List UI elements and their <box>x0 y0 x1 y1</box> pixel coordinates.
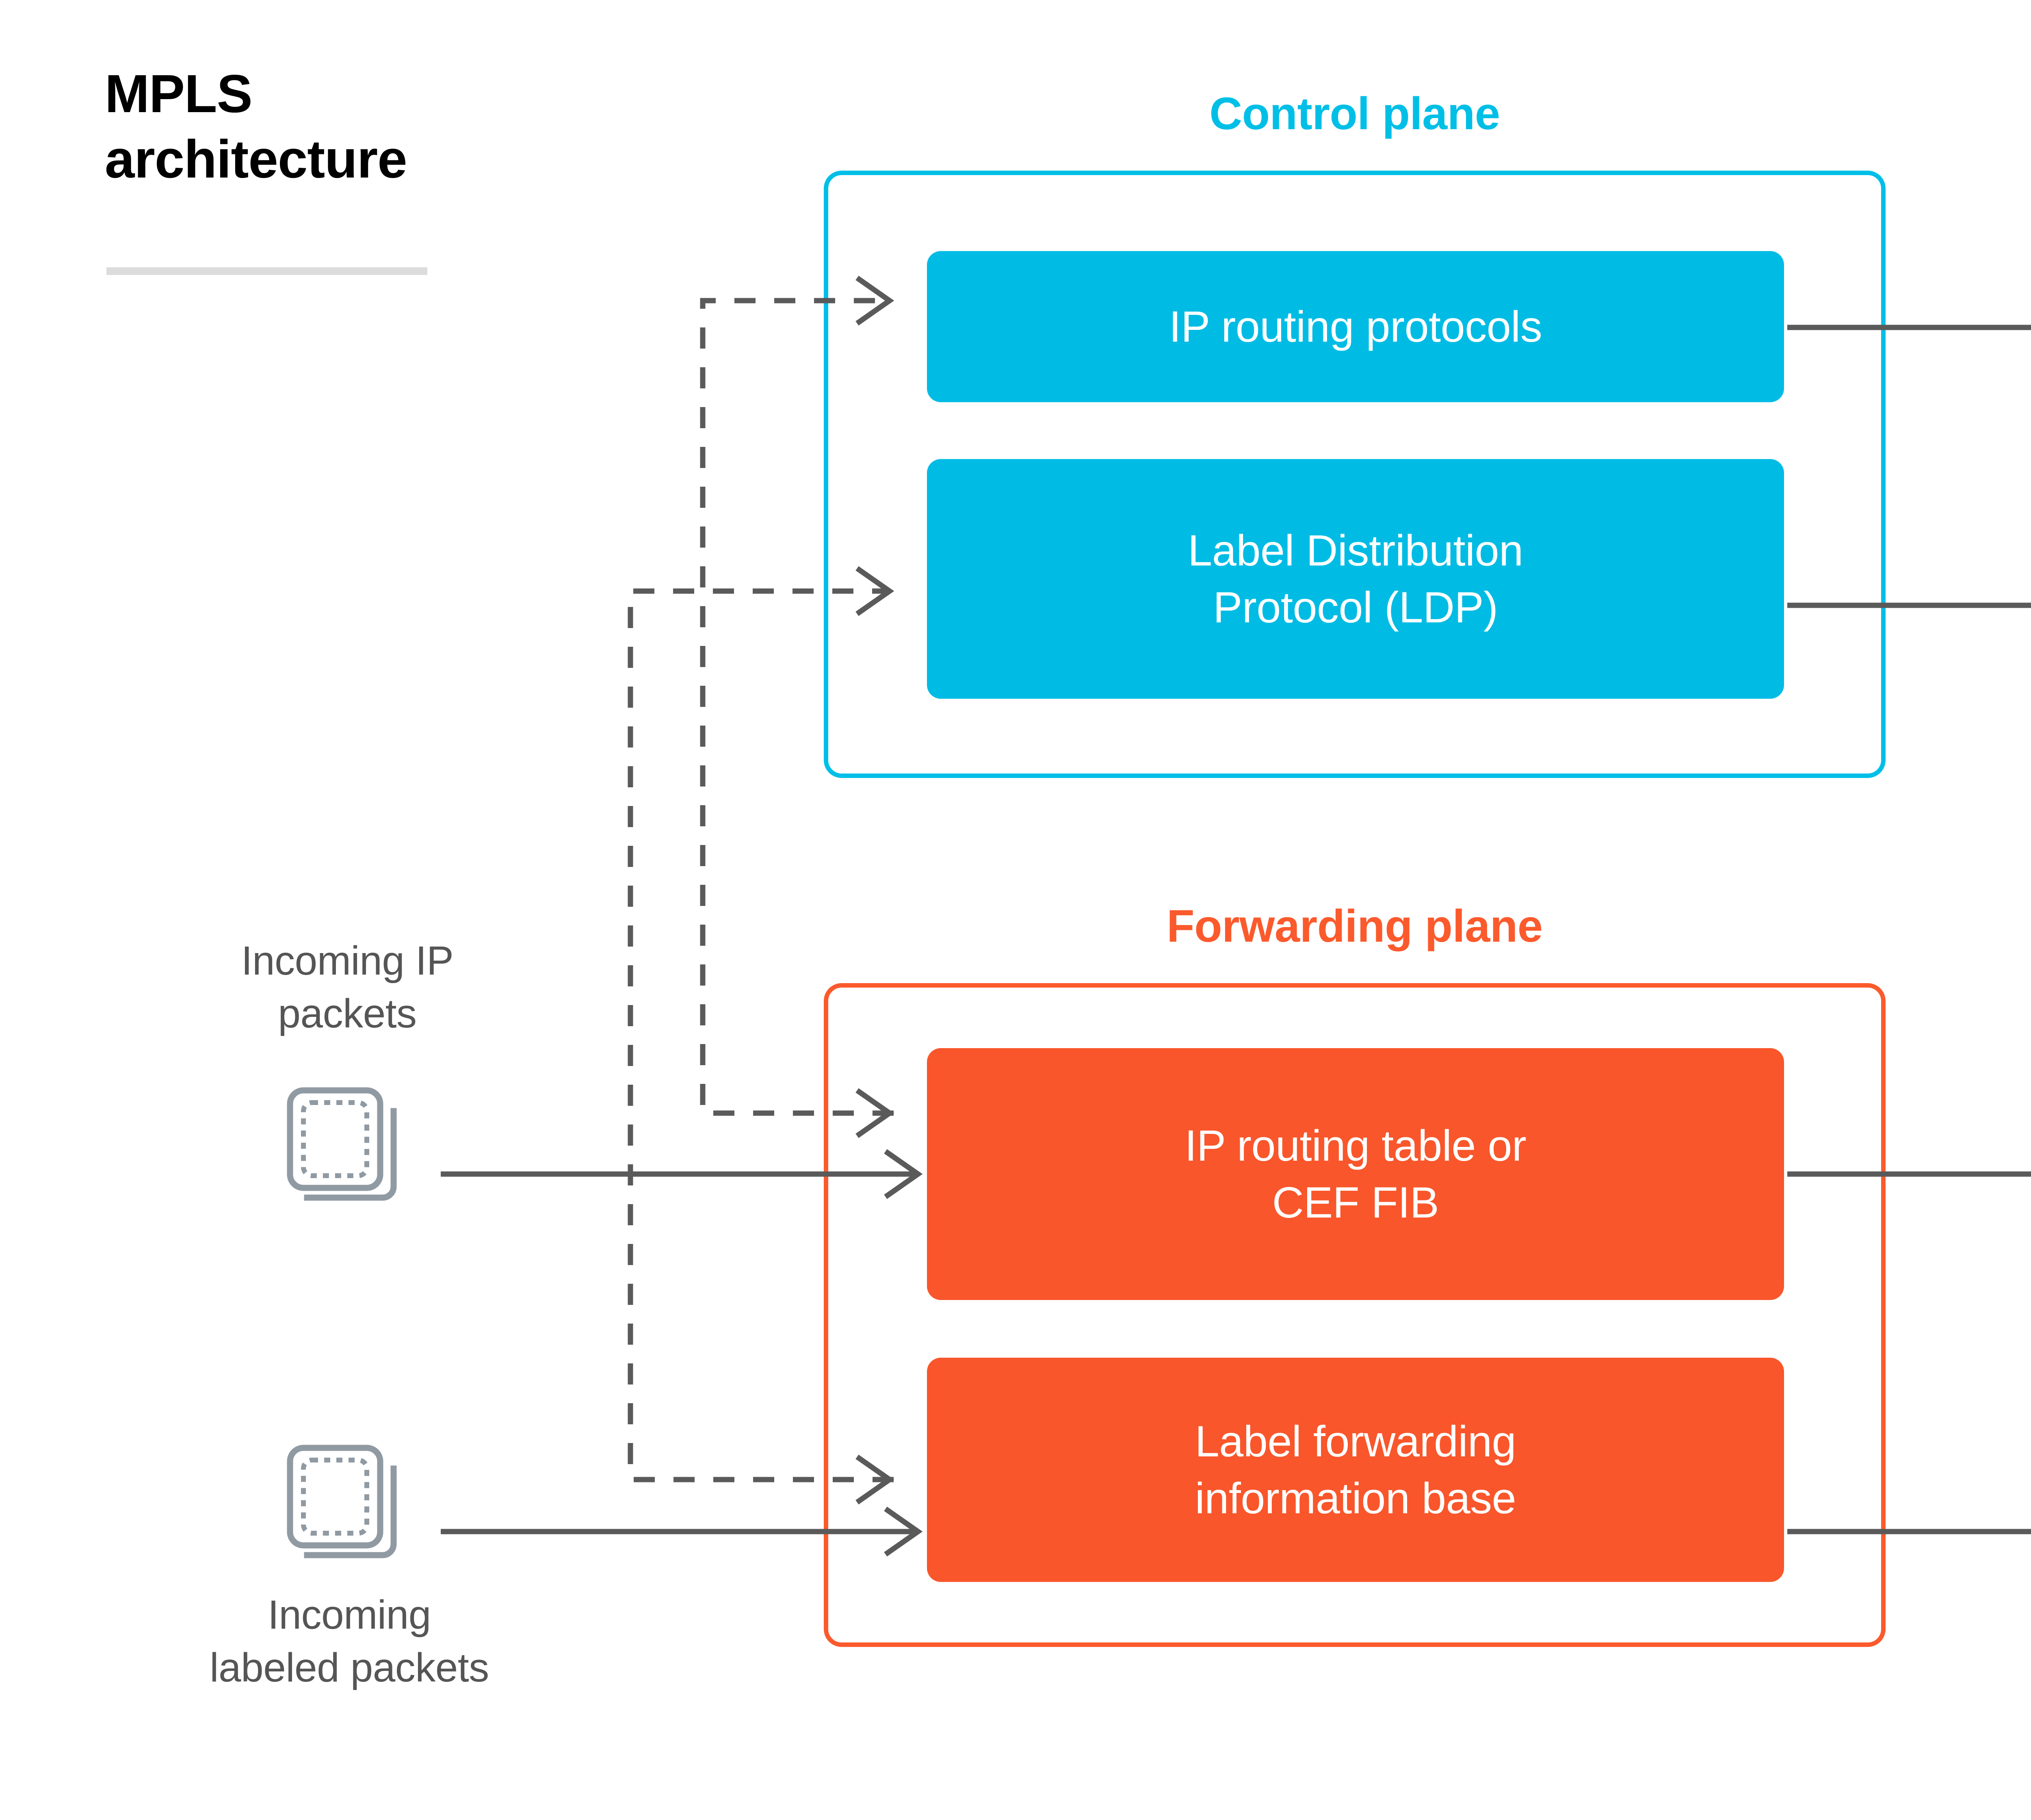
node-ip-routing-protocols[interactable]: IP routing protocols <box>927 251 1784 402</box>
title-block: MPLS architecture <box>105 61 714 192</box>
page-title: MPLS architecture <box>105 64 407 189</box>
packet-stack-icon <box>287 1445 397 1558</box>
title-divider <box>106 267 427 275</box>
node-label-distribution-protocol[interactable]: Label Distribution Protocol (LDP) <box>927 459 1784 699</box>
forwarding-plane-heading: Forwarding plane <box>1167 901 1543 951</box>
control-plane-heading: Control plane <box>1209 88 1500 139</box>
node-ip-routing-table-or-cef-fib[interactable]: IP routing table or CEF FIB <box>927 1048 1784 1300</box>
packet-stack-icon <box>287 1087 397 1201</box>
label-incoming-ip-packets: Incoming IP packets <box>241 938 454 1036</box>
label-incoming-labeled-packets: Incoming labeled packets <box>210 1592 489 1690</box>
node-label-forwarding-information-base[interactable]: Label forwarding information base <box>927 1358 1784 1582</box>
